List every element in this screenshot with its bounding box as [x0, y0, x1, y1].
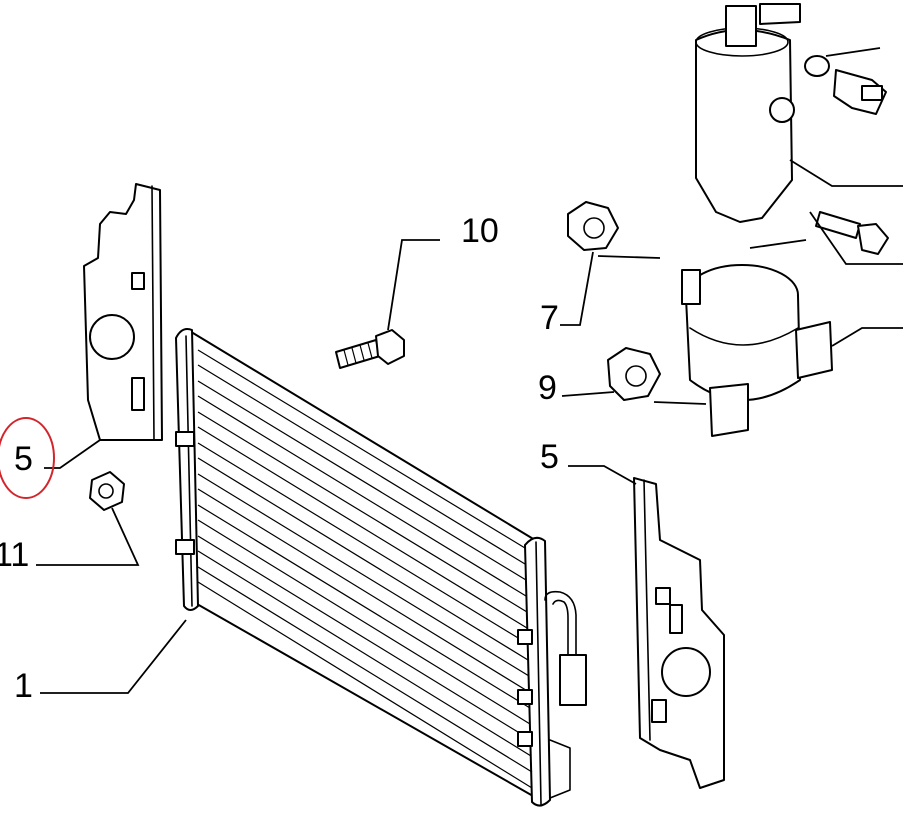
callout-7: 7	[540, 299, 559, 337]
leader-lines	[36, 47, 903, 694]
highlight-circle	[0, 417, 55, 499]
callout-10: 10	[461, 212, 499, 250]
condenser-fins	[197, 349, 533, 789]
callout-5-left: 5	[14, 440, 33, 478]
flange-nut-9	[607, 347, 661, 401]
flange-nut-7	[567, 201, 619, 251]
pressure-switch	[804, 55, 887, 115]
condenser	[175, 328, 587, 807]
receiver-clamp	[681, 264, 833, 437]
hex-nut-11	[89, 471, 125, 511]
left-mounting-bracket	[83, 183, 163, 441]
callout-11: 11	[0, 536, 29, 574]
callout-5-right: 5	[540, 438, 559, 476]
receiver-drier	[695, 3, 801, 223]
bolt-10	[335, 329, 405, 369]
right-mounting-bracket	[633, 477, 725, 789]
callout-1: 1	[14, 667, 33, 705]
screw-upper-right	[815, 211, 889, 255]
callout-9: 9	[538, 369, 557, 407]
